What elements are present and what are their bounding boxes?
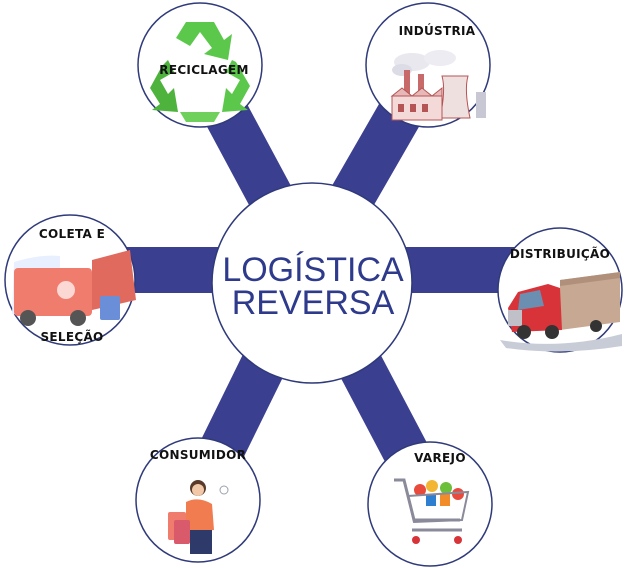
garbage-truck-icon [12, 250, 136, 326]
truck-icon [500, 272, 622, 352]
center-node: LOGÍSTICA REVERSA [211, 182, 413, 384]
node-reciclagem: RECICLAGEM [137, 2, 263, 128]
node-label-coleta-line2: SELEÇÃO [40, 329, 103, 344]
node-coleta: COLETA E SELEÇÃO [4, 214, 136, 346]
node-label-distribuicao: DISTRIBUIÇÃO [510, 246, 610, 261]
node-consumidor: CONSUMIDOR [135, 437, 261, 563]
center-title-line2: REVERSA [232, 284, 395, 322]
node-industria: INDÚSTRIA [365, 2, 491, 128]
recycle-icon [150, 22, 250, 122]
node-distribuicao: DISTRIBUIÇÃO [497, 227, 623, 353]
shopper-icon [168, 480, 229, 554]
node-label-consumidor: CONSUMIDOR [150, 448, 246, 462]
node-label-coleta-line1: COLETA E [39, 227, 105, 241]
node-label-varejo: VAREJO [414, 451, 466, 465]
factory-icon [390, 50, 486, 121]
node-label-industria: INDÚSTRIA [399, 23, 476, 38]
shopping-cart-icon [394, 478, 470, 544]
node-label-reciclagem: RECICLAGEM [159, 63, 248, 77]
node-varejo: VAREJO [367, 441, 493, 567]
center-title-line1: LOGÍSTICA [222, 251, 404, 289]
